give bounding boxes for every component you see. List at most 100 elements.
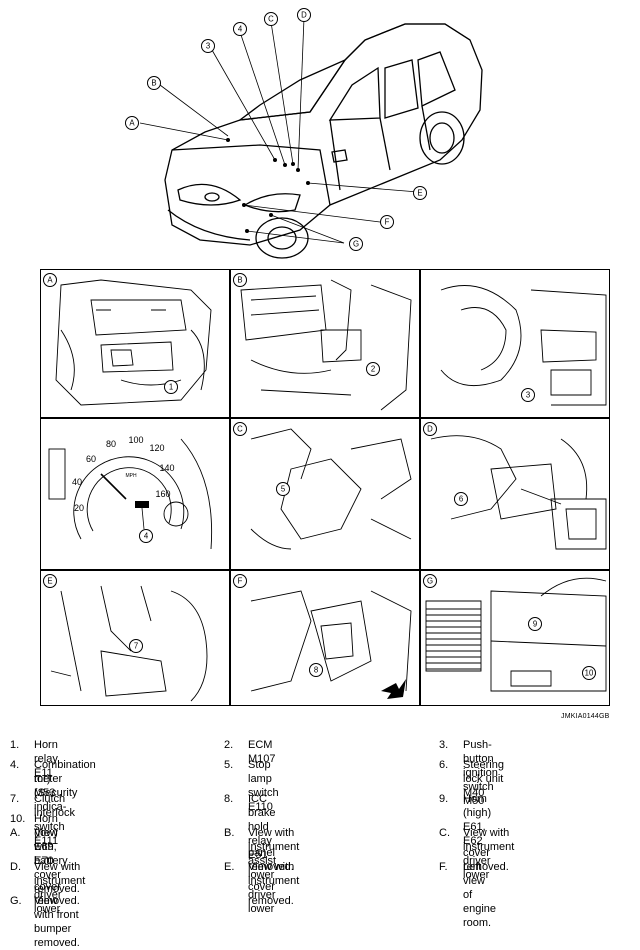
speed-label: 140 [159, 463, 174, 473]
legend-item-number: 10. [10, 813, 26, 825]
legend-item-text: Left view of engine room. [463, 861, 497, 929]
svg-text:D: D [427, 425, 433, 434]
callout-a: A [125, 116, 139, 130]
item-callout-7: 7 [129, 639, 143, 653]
legend-item-number: 1. [10, 739, 20, 751]
item-callout-10: 10 [582, 666, 596, 680]
legend-item-text: View with battery cover removed. [34, 827, 80, 895]
speed-label: 100 [128, 435, 143, 445]
legend-item-number: F. [439, 861, 448, 873]
item-callout-6: 6 [454, 492, 468, 506]
panel-label-d: D [423, 422, 437, 436]
panel-label-b: B [233, 273, 247, 287]
legend-item-text: panel removed. [248, 847, 294, 873]
svg-text:1: 1 [169, 383, 173, 392]
panel-label-e: E [43, 574, 57, 588]
legend-item-number: 3. [439, 739, 449, 751]
item-callout-5: 5 [276, 482, 290, 496]
legend-item-text: View with front bumper removed. [34, 895, 80, 949]
legend-item-number: 6. [439, 759, 449, 771]
legend-item-number: 9. [439, 793, 449, 805]
legend-item-number: 5. [224, 759, 234, 771]
callout-e: E [413, 186, 427, 200]
svg-text:F: F [385, 218, 390, 227]
svg-text:4: 4 [238, 25, 243, 34]
svg-text:4: 4 [144, 532, 149, 541]
view-panel-3: 3 [420, 269, 610, 418]
callout-f: F [380, 215, 394, 229]
svg-text:C: C [268, 15, 274, 24]
legend-item-text: Horn (low) E69, E70 [34, 813, 58, 867]
legend-item-number: G. [10, 895, 22, 907]
item-callout-8: 8 [309, 663, 323, 677]
speed-label: 80 [106, 439, 116, 449]
svg-text:B: B [237, 276, 242, 285]
legend-item-text: tor) M53 [34, 773, 56, 799]
legend-item-number: B. [224, 827, 235, 839]
speed-label: 60 [86, 454, 96, 464]
legend-item-text: Clutch interlock switch E111 [34, 793, 75, 847]
callout-c: C [264, 12, 278, 26]
svg-text:D: D [301, 11, 307, 20]
legend-item-text: Combination meter (Security indica- [34, 759, 96, 813]
callout-d: D [297, 8, 311, 22]
svg-text:A: A [47, 276, 53, 285]
legend-item-text: cover removed. [463, 847, 509, 873]
legend-item-text: ICC brake hold relay E51 [248, 793, 276, 861]
legend-item-text: View with instrument assist lower [248, 827, 300, 881]
item-callout-1: 1 [164, 380, 178, 394]
svg-text:8: 8 [314, 666, 318, 675]
panel-label-c: C [233, 422, 247, 436]
legend-item-text: View with instrument driver lower [463, 827, 515, 881]
svg-text:E: E [417, 189, 422, 198]
legend-item-text: cover removed. [248, 881, 294, 907]
panel-label-a: A [43, 273, 57, 287]
svg-text:10: 10 [585, 669, 594, 678]
svg-text:G: G [353, 240, 359, 249]
svg-text:6: 6 [459, 495, 463, 504]
legend-item-number: A. [10, 827, 21, 839]
callout-3: 3 [201, 39, 215, 53]
speed-unit-label: MPH [125, 473, 137, 479]
callout-g: G [349, 237, 363, 251]
svg-text:F: F [238, 577, 243, 586]
view-panel-g: 9 10 G [420, 570, 610, 706]
legend-item-number: 4. [10, 759, 20, 771]
speed-label: 40 [72, 477, 82, 487]
legend-item-number: C. [439, 827, 450, 839]
callout-4: 4 [233, 22, 247, 36]
legend-item-text: Horn (high) E61, E62 [463, 793, 492, 847]
legend-item-number: 8. [224, 793, 234, 805]
item-callout-3: 3 [521, 388, 535, 402]
panel-label-f: F [233, 574, 247, 588]
legend-item-number: E. [224, 861, 235, 873]
legend-item-text: Steering lock unit M40 [463, 759, 504, 799]
svg-text:A: A [129, 119, 135, 128]
legend-item-number: 7. [10, 793, 20, 805]
item-callout-2: 2 [366, 362, 380, 376]
svg-text:C: C [237, 425, 243, 434]
svg-text:3: 3 [526, 391, 530, 400]
svg-text:G: G [427, 577, 433, 586]
legend-item-text: Horn relay E11 [34, 739, 58, 779]
item-callout-4: 4 [139, 529, 153, 543]
legend-item-number: 2. [224, 739, 234, 751]
legend-item-text: View with instrument driver lower [248, 861, 300, 915]
item-callout-9: 9 [528, 617, 542, 631]
legend-item-text: Push-button ignition switch M50 [463, 739, 498, 807]
svg-text:E: E [47, 577, 52, 586]
legend-item-number: D. [10, 861, 21, 873]
svg-text:9: 9 [533, 620, 537, 629]
svg-text:3: 3 [206, 42, 210, 51]
svg-text:5: 5 [281, 485, 286, 494]
legend-item-text: cover removed. [34, 881, 80, 907]
